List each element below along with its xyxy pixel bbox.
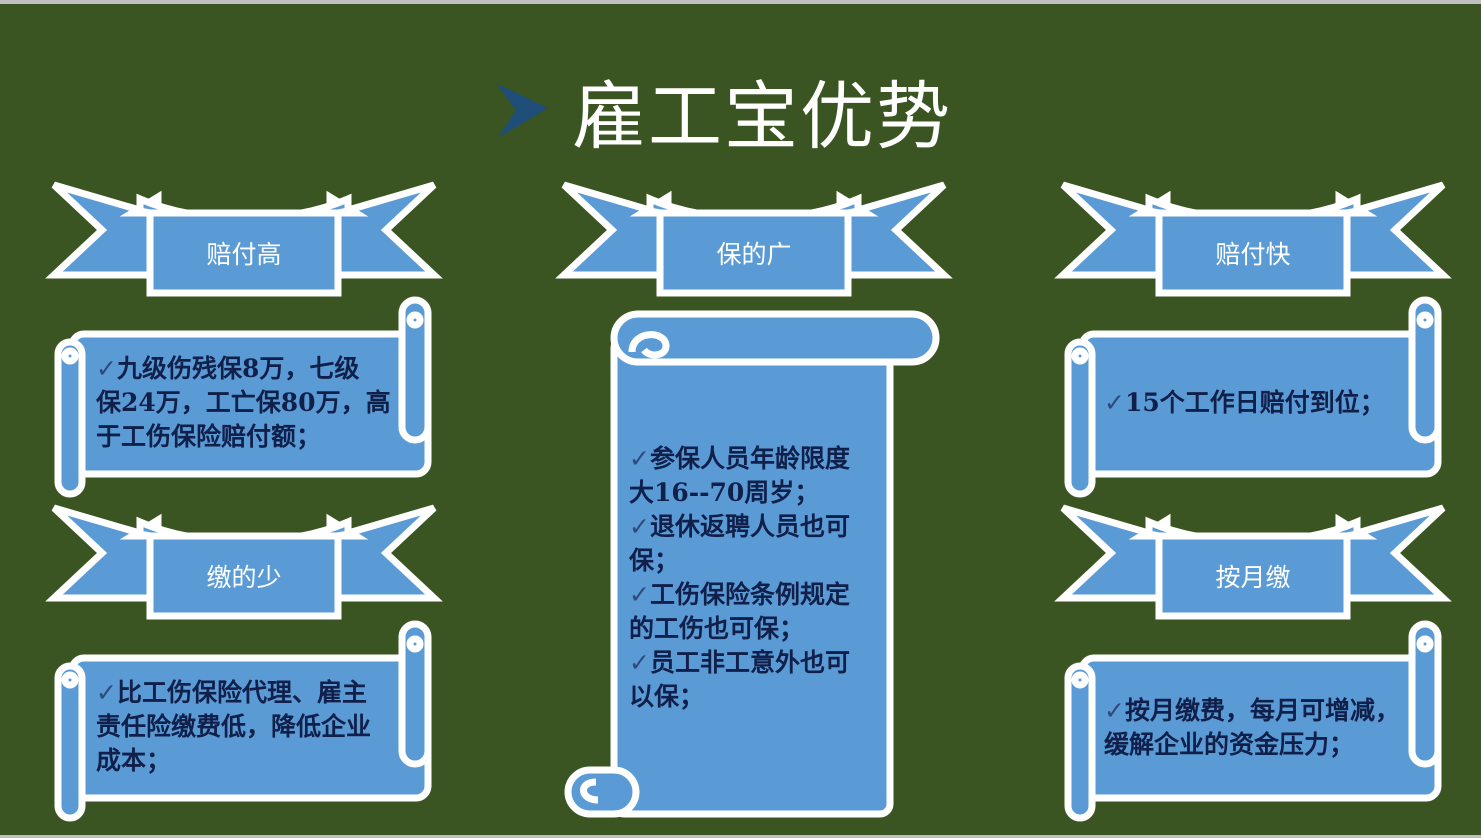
ribbon-center <box>146 209 342 297</box>
scroll-line: 于工伤保险赔付额； <box>96 422 322 451</box>
scroll-text-coverage-wide: ✓参保人员年龄限度大16--70周岁；✓退休返聘人员也可保；✓工伤保险条例规定的… <box>629 442 850 714</box>
scroll-monthly-payment <box>1064 620 1442 822</box>
scroll-roll-right <box>398 620 432 768</box>
checkmark-icon: ✓ <box>629 648 650 677</box>
scroll-roll-left <box>54 338 86 498</box>
ribbon-coverage-wide <box>555 181 953 297</box>
scroll-roll-top <box>610 310 940 366</box>
slide-title: 雇工宝优势 <box>572 74 952 160</box>
scroll-line: ✓退休返聘人员也可 <box>629 510 850 544</box>
scroll-curl-left <box>1071 347 1089 365</box>
scroll-line: ✓员工非工意外也可 <box>629 646 850 680</box>
scroll-curl-left <box>61 671 79 689</box>
scroll-line-text: 比工伤保险代理、雇主 <box>116 678 367 707</box>
scroll-line: 责任险缴费低，降低企业 <box>96 712 372 741</box>
scroll-line: 的工伤也可保； <box>629 614 805 643</box>
scroll-roll-right <box>398 296 432 444</box>
ribbon-compensation-high <box>45 181 443 297</box>
scroll-line: 缓解企业的资金压力； <box>1104 730 1355 759</box>
scroll-line: ✓参保人员年龄限度 <box>629 442 850 476</box>
checkmark-icon: ✓ <box>629 580 650 609</box>
ribbon-center <box>656 209 852 297</box>
scroll-line-text: 15个工作日赔付到位； <box>1124 388 1385 417</box>
checkmark-icon: ✓ <box>1104 696 1125 725</box>
scroll-text-monthly-payment: ✓按月缴费，每月可增减，缓解企业的资金压力； <box>1104 694 1400 762</box>
scroll-line: 以保； <box>629 682 705 711</box>
scroll-curl-bottom <box>580 778 599 804</box>
scroll-curl-right <box>406 635 424 653</box>
scroll-text-compensation-high: ✓九级伤残保8万，七级保24万，工亡保80万，高于工伤保险赔付额； <box>96 352 391 454</box>
scroll-line: 保； <box>629 546 680 575</box>
scroll-line: 保24万，工亡保80万，高 <box>96 388 391 417</box>
ribbon-center <box>1155 532 1351 620</box>
ribbon-label-premium-low: 缴的少 <box>206 563 282 592</box>
ribbon-center <box>1155 209 1351 297</box>
scroll-curl-right <box>1416 311 1434 329</box>
scroll-compensation-high <box>54 296 432 498</box>
scroll-line: ✓15个工作日赔付到位； <box>1104 386 1385 420</box>
checkmark-icon: ✓ <box>96 354 117 383</box>
ribbon-center <box>146 532 342 620</box>
ribbon-label-compensation-fast: 赔付快 <box>1215 240 1291 269</box>
scroll-roll-bottom <box>564 766 640 818</box>
scroll-premium-low <box>54 620 432 822</box>
scroll-text-premium-low: ✓比工伤保险代理、雇主责任险缴费低，降低企业成本； <box>96 676 371 778</box>
scroll-line-text: 工伤保险条例规定 <box>649 580 850 609</box>
scroll-line-text: 按月缴费，每月可增减， <box>1124 696 1400 725</box>
ribbon-label-compensation-high: 赔付高 <box>206 240 282 269</box>
scroll-curl-right <box>1416 635 1434 653</box>
ribbon-label-monthly-payment: 按月缴 <box>1215 563 1291 592</box>
scroll-curl-left <box>1071 671 1089 689</box>
scroll-curl-left <box>61 347 79 365</box>
ribbon-label-coverage-wide: 保的广 <box>716 240 792 269</box>
scroll-line: 大16--70周岁； <box>629 478 820 507</box>
scroll-line-text: 九级伤残保8万，七级 <box>116 354 360 383</box>
scroll-roll-right <box>1408 296 1442 444</box>
checkmark-icon: ✓ <box>629 512 650 541</box>
scroll-roll-right <box>1408 620 1442 768</box>
ribbon-compensation-fast <box>1054 181 1452 297</box>
ribbon-premium-low <box>45 504 443 620</box>
checkmark-icon: ✓ <box>96 678 117 707</box>
scroll-text-compensation-fast: ✓15个工作日赔付到位； <box>1104 386 1385 420</box>
ribbon-monthly-payment <box>1054 504 1452 620</box>
checkmark-icon: ✓ <box>629 444 650 473</box>
scroll-curl-right <box>406 311 424 329</box>
scroll-curl-top <box>628 331 670 359</box>
scroll-line-text: 退休返聘人员也可 <box>649 512 850 541</box>
scroll-line: ✓九级伤残保8万，七级 <box>96 352 391 386</box>
scroll-line: ✓比工伤保险代理、雇主 <box>96 676 371 710</box>
checkmark-icon: ✓ <box>1104 388 1125 417</box>
scroll-line: 成本； <box>96 746 172 775</box>
scroll-line: ✓按月缴费，每月可增减， <box>1104 694 1400 728</box>
scroll-compensation-fast <box>1064 296 1442 498</box>
scroll-line-text: 参保人员年龄限度 <box>649 444 850 473</box>
scroll-coverage-wide <box>564 310 940 818</box>
scroll-line: ✓工伤保险条例规定 <box>629 578 850 612</box>
arrowhead-icon <box>496 83 548 138</box>
scroll-line-text: 员工非工意外也可 <box>649 648 850 677</box>
scroll-roll-left <box>1064 338 1096 498</box>
scroll-roll-left <box>1064 662 1096 822</box>
scroll-roll-left <box>54 662 86 822</box>
